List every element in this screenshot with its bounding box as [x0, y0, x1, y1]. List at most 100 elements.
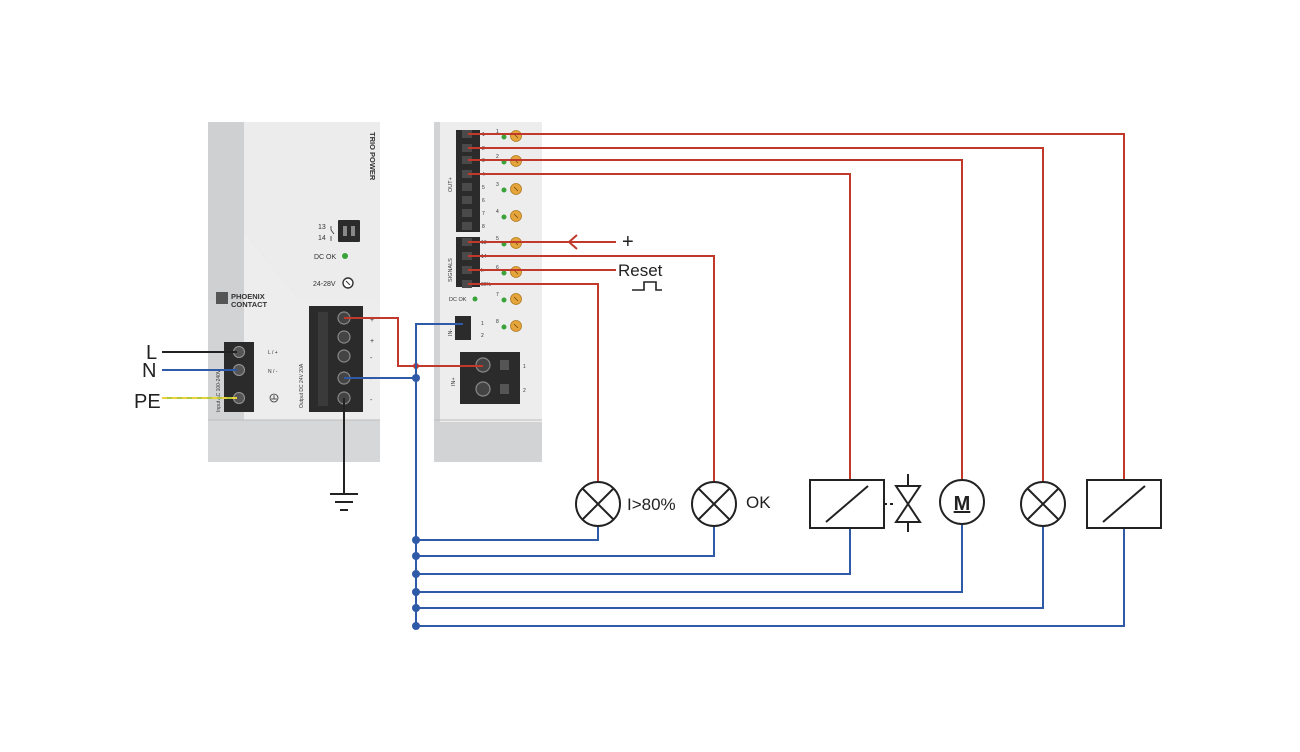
in-plus-pin-2: 2 [523, 388, 526, 394]
channel-status-led [501, 270, 507, 276]
in-minus-terminal[interactable] [455, 316, 471, 340]
channel-number: 2 [496, 154, 499, 160]
in-minus-pin-2: 2 [481, 333, 484, 339]
label-pe: PE [134, 391, 161, 413]
wire-ch1 [468, 133, 1125, 480]
label-plus: + [622, 231, 634, 253]
channel-status-led [501, 324, 507, 330]
junction-dots [412, 374, 420, 630]
channel-number: 5 [496, 236, 499, 242]
signal-terminal-slot[interactable] [462, 266, 472, 274]
module-dc-ok-label: DC OK [449, 297, 467, 303]
output-minus-1: - [370, 355, 373, 362]
channel-number: 1 [496, 129, 499, 135]
signal-terminal-slot[interactable] [462, 238, 472, 246]
out-terminal-slot[interactable] [462, 222, 472, 230]
signal-terminal-slot[interactable] [462, 252, 472, 260]
out-label: OUT+ [448, 177, 454, 192]
psu-dc-ok-led [342, 253, 348, 259]
phoenix-contact-logo [216, 292, 228, 304]
wire-signal-ok [468, 255, 715, 482]
knob-marker [513, 296, 519, 302]
wire-return-relay [416, 528, 1125, 627]
wiring [162, 133, 1125, 630]
out-terminal-number: 8 [482, 224, 485, 230]
output-minus-2: - [370, 376, 373, 383]
protection-module: OUT+ SIGNALS DC OK IN- 1 2 IN+ 1 2 1 2 3 4 5… [434, 122, 542, 462]
out-terminal-slot[interactable] [462, 170, 472, 178]
label-reset: Reset [618, 261, 663, 280]
out-terminal-slot[interactable] [462, 196, 472, 204]
wire-return-lamp [416, 526, 1044, 609]
in-minus-pin-1: 1 [481, 321, 484, 327]
label-i80: I>80% [627, 495, 676, 514]
channel-number: 4 [496, 209, 499, 215]
psu-dc-ok-label: DC OK [314, 254, 337, 261]
valve-icon [894, 474, 922, 532]
output-plus-1: + [370, 317, 374, 324]
relay-14-label: 14 [318, 235, 326, 242]
channel-number: 7 [496, 292, 499, 298]
input-label: Input AC 100-240V [216, 369, 222, 412]
channel-status-led [501, 297, 507, 303]
product-name: TRIO POWER [368, 132, 377, 181]
knob-marker [513, 323, 519, 329]
out-terminal-number: 6 [482, 198, 485, 204]
in-plus-terminal[interactable] [460, 352, 520, 404]
output-minus-3: - [370, 397, 373, 404]
channel-status-led [501, 134, 507, 140]
signal-terminal-slot[interactable] [462, 280, 472, 288]
arrow-icon [567, 234, 578, 250]
wire-ch3 [468, 159, 963, 480]
relay-terminal[interactable] [338, 220, 360, 242]
channel-number: 8 [496, 319, 499, 325]
terminal-n-label: N / - [268, 369, 278, 375]
brand-line1: PHOENIX [231, 292, 265, 301]
channel-number: 3 [496, 182, 499, 188]
knob-marker [513, 186, 519, 192]
power-supply: PHOENIX CONTACT TRIO POWER 13 14 DC OK 2… [208, 122, 380, 462]
output-label: Output DC 24V 20A [299, 363, 305, 408]
terminal-l-label: L / + [268, 350, 278, 356]
channel-status-led [501, 214, 507, 220]
out-terminal-slot[interactable] [462, 183, 472, 191]
signals-label: SIGNALS [448, 258, 454, 282]
channel-number: 6 [496, 265, 499, 271]
label-n: N [142, 360, 156, 382]
out-terminal-slot[interactable] [462, 130, 472, 138]
label-l: L [146, 342, 157, 364]
out-terminal-number: 5 [482, 185, 485, 191]
wire-return-i80 [416, 526, 599, 541]
wire-psu-positive [344, 317, 483, 367]
out-terminal-slot[interactable] [462, 156, 472, 164]
channel-status-led [501, 187, 507, 193]
earth-ground-icon [330, 493, 358, 511]
brand-line2: CONTACT [231, 300, 268, 309]
in-plus-pin-1: 1 [523, 364, 526, 370]
wire-in-minus [415, 323, 463, 628]
output-terminal-block[interactable] [309, 306, 363, 412]
motor-icon: M [939, 479, 985, 525]
relay-13-label: 13 [318, 224, 326, 231]
relay-coil-icon [1086, 479, 1162, 529]
motor-label: M [954, 493, 971, 515]
in-minus-label: IN- [448, 329, 454, 337]
wire-signal-i80 [468, 283, 599, 482]
output-plus-2: + [370, 338, 374, 345]
pulse-icon [632, 281, 662, 291]
label-ok: OK [746, 493, 771, 512]
lamp-ok-icon [691, 481, 737, 527]
out-terminal-slot[interactable] [462, 209, 472, 217]
knob-marker [513, 213, 519, 219]
solenoid-coil-icon [809, 479, 894, 529]
wire-return-ok [416, 526, 715, 557]
out-terminal-slot[interactable] [462, 144, 472, 152]
wire-return-valve [416, 528, 851, 575]
relay-contact-icon [330, 226, 335, 241]
out-terminal-number: 7 [482, 211, 485, 217]
in-plus-label: IN+ [451, 377, 457, 386]
lamp-icon [1020, 481, 1066, 527]
wire-return-motor [416, 524, 963, 593]
wire-ch2 [468, 147, 1044, 482]
